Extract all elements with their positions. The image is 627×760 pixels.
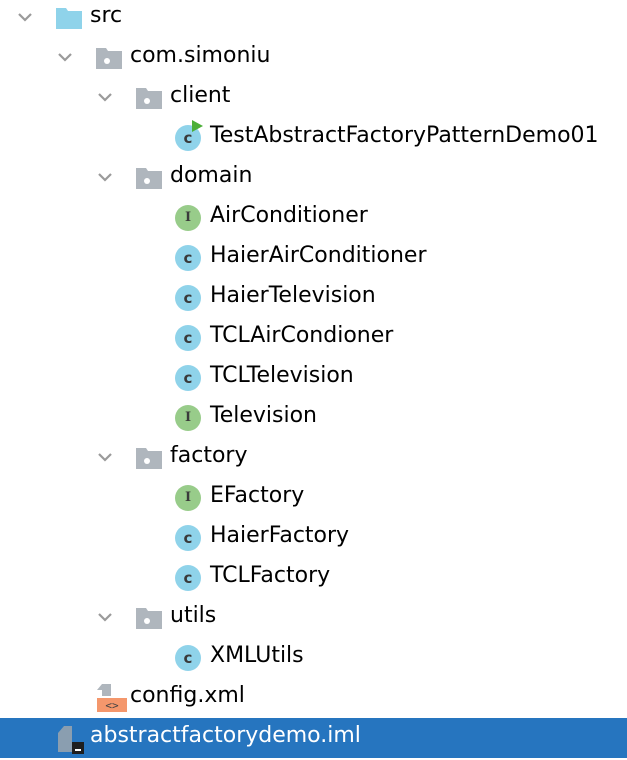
class-icon: c bbox=[175, 644, 203, 672]
tree-item[interactable]: client bbox=[0, 78, 627, 118]
chevron-down-icon[interactable] bbox=[97, 449, 113, 465]
tree-item[interactable]: utils bbox=[0, 598, 627, 638]
xml-file-icon: <> bbox=[97, 684, 127, 712]
tree-item[interactable]: domain bbox=[0, 158, 627, 198]
chevron-down-icon[interactable] bbox=[97, 169, 113, 185]
tree-item[interactable]: I AirConditioner bbox=[0, 198, 627, 238]
tree-item-label: TCLFactory bbox=[210, 563, 331, 588]
tree-item[interactable]: c HaierFactory bbox=[0, 518, 627, 558]
class-icon: c bbox=[175, 244, 203, 272]
tree-item-label: TCLAirCondioner bbox=[210, 323, 394, 348]
interface-icon: I bbox=[175, 484, 203, 512]
tree-item[interactable]: factory bbox=[0, 438, 627, 478]
package-folder-icon bbox=[95, 44, 123, 72]
tree-item-label: client bbox=[170, 83, 231, 108]
tree-item[interactable]: c XMLUtils bbox=[0, 638, 627, 678]
tree-item[interactable]: c TCLFactory bbox=[0, 558, 627, 598]
tree-item-label: abstractfactorydemo.iml bbox=[90, 723, 361, 748]
tree-item-label: config.xml bbox=[130, 683, 245, 708]
source-folder-icon bbox=[55, 4, 83, 32]
tree-item[interactable]: abstractfactorydemo.iml bbox=[0, 718, 627, 758]
tree-item[interactable]: c HaierTelevision bbox=[0, 278, 627, 318]
tree-item[interactable]: I Television bbox=[0, 398, 627, 438]
tree-item-label: HaierFactory bbox=[210, 523, 350, 548]
tree-item[interactable]: com.simoniu bbox=[0, 38, 627, 78]
chevron-down-icon[interactable] bbox=[57, 49, 73, 65]
tree-item[interactable]: c TestAbstractFactoryPatternDemo01 bbox=[0, 118, 627, 158]
tree-item[interactable]: I EFactory bbox=[0, 478, 627, 518]
chevron-down-icon[interactable] bbox=[97, 89, 113, 105]
class-icon: c bbox=[175, 364, 203, 392]
module-file-icon bbox=[58, 724, 86, 754]
tree-item-label: XMLUtils bbox=[210, 643, 304, 668]
class-icon: c bbox=[175, 524, 203, 552]
tree-item-label: AirConditioner bbox=[210, 203, 368, 228]
tree-item-label: HaierTelevision bbox=[210, 283, 376, 308]
tree-item-label: Television bbox=[210, 403, 317, 428]
tree-item-label: EFactory bbox=[210, 483, 305, 508]
package-folder-icon bbox=[135, 604, 163, 632]
chevron-down-icon[interactable] bbox=[17, 9, 33, 25]
tree-item[interactable]: c TCLAirCondioner bbox=[0, 318, 627, 358]
runnable-class-icon: c bbox=[175, 120, 203, 152]
tree-item-label: com.simoniu bbox=[130, 43, 271, 68]
tree-item-label: utils bbox=[170, 603, 217, 628]
interface-icon: I bbox=[175, 204, 203, 232]
tree-item[interactable]: src bbox=[0, 0, 627, 38]
tree-item-label: domain bbox=[170, 163, 253, 188]
tree-item[interactable]: <> config.xml bbox=[0, 678, 627, 718]
package-folder-icon bbox=[135, 164, 163, 192]
class-icon: c bbox=[175, 324, 203, 352]
tree-item-label: TCLTelevision bbox=[210, 363, 354, 388]
tree-item-label: factory bbox=[170, 443, 248, 468]
svg-text:<>: <> bbox=[105, 699, 119, 712]
class-icon: c bbox=[175, 564, 203, 592]
package-folder-icon bbox=[135, 84, 163, 112]
tree-item-label: HaierAirConditioner bbox=[210, 243, 427, 268]
tree-item[interactable]: c TCLTelevision bbox=[0, 358, 627, 398]
package-folder-icon bbox=[135, 444, 163, 472]
tree-item-label: src bbox=[90, 3, 123, 28]
class-icon: c bbox=[175, 284, 203, 312]
tree-item-label: TestAbstractFactoryPatternDemo01 bbox=[210, 123, 599, 148]
chevron-down-icon[interactable] bbox=[97, 609, 113, 625]
interface-icon: I bbox=[175, 404, 203, 432]
tree-item[interactable]: c HaierAirConditioner bbox=[0, 238, 627, 278]
